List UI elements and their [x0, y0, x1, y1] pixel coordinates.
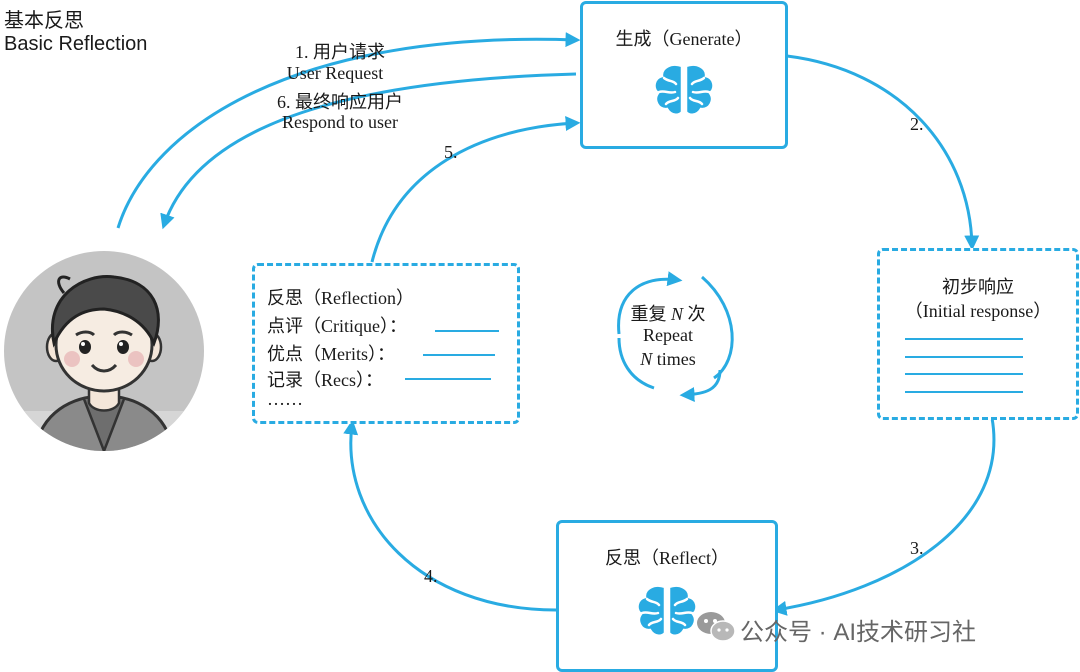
- repeat-arc-right: [701, 275, 734, 380]
- response-line: [905, 391, 1023, 393]
- merits-line: [423, 354, 495, 356]
- user-avatar: [4, 251, 204, 451]
- arrow-step2: [786, 54, 980, 251]
- arrow-step4: [343, 419, 557, 612]
- arrow-step5: [370, 116, 581, 263]
- repeat-arc-left: [617, 337, 655, 390]
- initial-response-label-en: （Initial response）: [904, 301, 1052, 321]
- label-step1-zh: 1. 用户请求: [295, 42, 385, 62]
- arrow-step3: [771, 417, 996, 616]
- repeat-label-en1: Repeat: [643, 325, 693, 345]
- brain-icon: [653, 63, 715, 116]
- critique-line: [435, 330, 499, 332]
- reflect-node: 反思（Reflect）: [556, 520, 778, 672]
- brain-icon: [636, 584, 698, 637]
- label-step4: 4.: [424, 566, 438, 586]
- arrow-respond-user: [160, 72, 577, 230]
- reflection-critique: 点评（Critique）：: [267, 316, 407, 336]
- label-step6-en: Respond to user: [282, 112, 398, 132]
- reflection-title: 反思（Reflection）: [267, 288, 414, 308]
- generate-node: 生成（Generate）: [580, 1, 788, 149]
- recs-line: [405, 378, 491, 380]
- initial-response-label-zh: 初步响应: [942, 277, 1014, 297]
- response-line: [905, 373, 1023, 375]
- repeat-label-en2: N times: [640, 349, 696, 369]
- reflection-ellipsis: ……: [267, 389, 303, 409]
- arrow-user-request: [116, 32, 581, 229]
- generate-label: 生成（Generate）: [615, 29, 753, 49]
- reflection-node: 反思（Reflection） 点评（Critique）： 优点（Merits）：…: [252, 263, 520, 424]
- response-line: [905, 338, 1023, 340]
- repeat-arc-bottom: [679, 369, 722, 402]
- reflection-recs: 记录（Recs）：: [267, 370, 383, 390]
- reflection-merits: 优点（Merits）：: [267, 344, 395, 364]
- label-step5: 5.: [444, 142, 458, 162]
- label-step6-zh: 6. 最终响应用户: [277, 92, 403, 112]
- label-step1-en: User Request: [286, 63, 384, 83]
- repeat-label-zh: 重复 N 次: [630, 304, 706, 324]
- diagram-title-zh: 基本反思: [4, 10, 84, 32]
- watermark-text: 公众号 · AI技术研习社: [740, 619, 977, 646]
- initial-response-node: 初步响应 （Initial response）: [877, 248, 1079, 420]
- diagram-title-en: Basic Reflection: [4, 33, 148, 55]
- repeat-arc-top: [617, 271, 683, 335]
- label-step3: 3.: [910, 538, 924, 558]
- reflect-label: 反思（Reflect）: [605, 548, 729, 568]
- wechat-icon: [697, 612, 736, 642]
- user-avatar-icon: [4, 251, 204, 451]
- label-step2: 2.: [910, 114, 924, 134]
- response-line: [905, 356, 1023, 358]
